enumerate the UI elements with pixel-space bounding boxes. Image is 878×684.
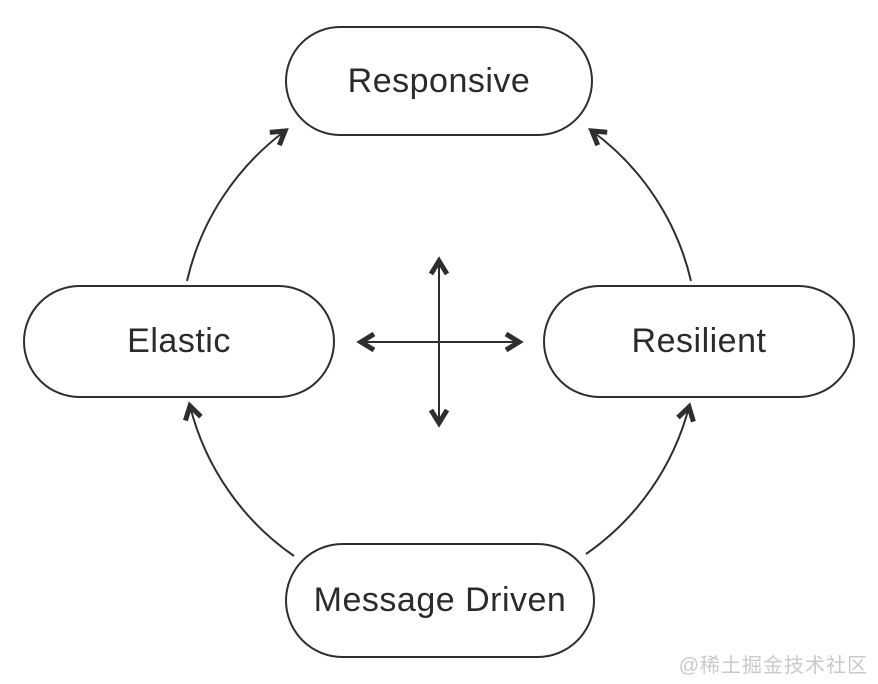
node-message-driven-label: Message Driven (313, 581, 567, 619)
node-resilient-label: Resilient (631, 322, 767, 360)
node-elastic: Elastic (23, 285, 335, 398)
node-message-driven: Message Driven (285, 543, 595, 658)
edge-elastic-to-responsive (186, 128, 289, 282)
edge-resilient-to-responsive (588, 128, 692, 282)
node-resilient: Resilient (543, 285, 855, 398)
four-way-arrows-icon (356, 256, 524, 428)
node-responsive: Responsive (285, 26, 593, 136)
watermark: @稀土掘金技术社区 (678, 655, 868, 677)
node-elastic-label: Elastic (127, 322, 231, 360)
node-responsive-label: Responsive (347, 61, 531, 100)
edge-message-driven-to-resilient (585, 402, 696, 555)
edge-message-driven-to-elastic (183, 401, 295, 557)
